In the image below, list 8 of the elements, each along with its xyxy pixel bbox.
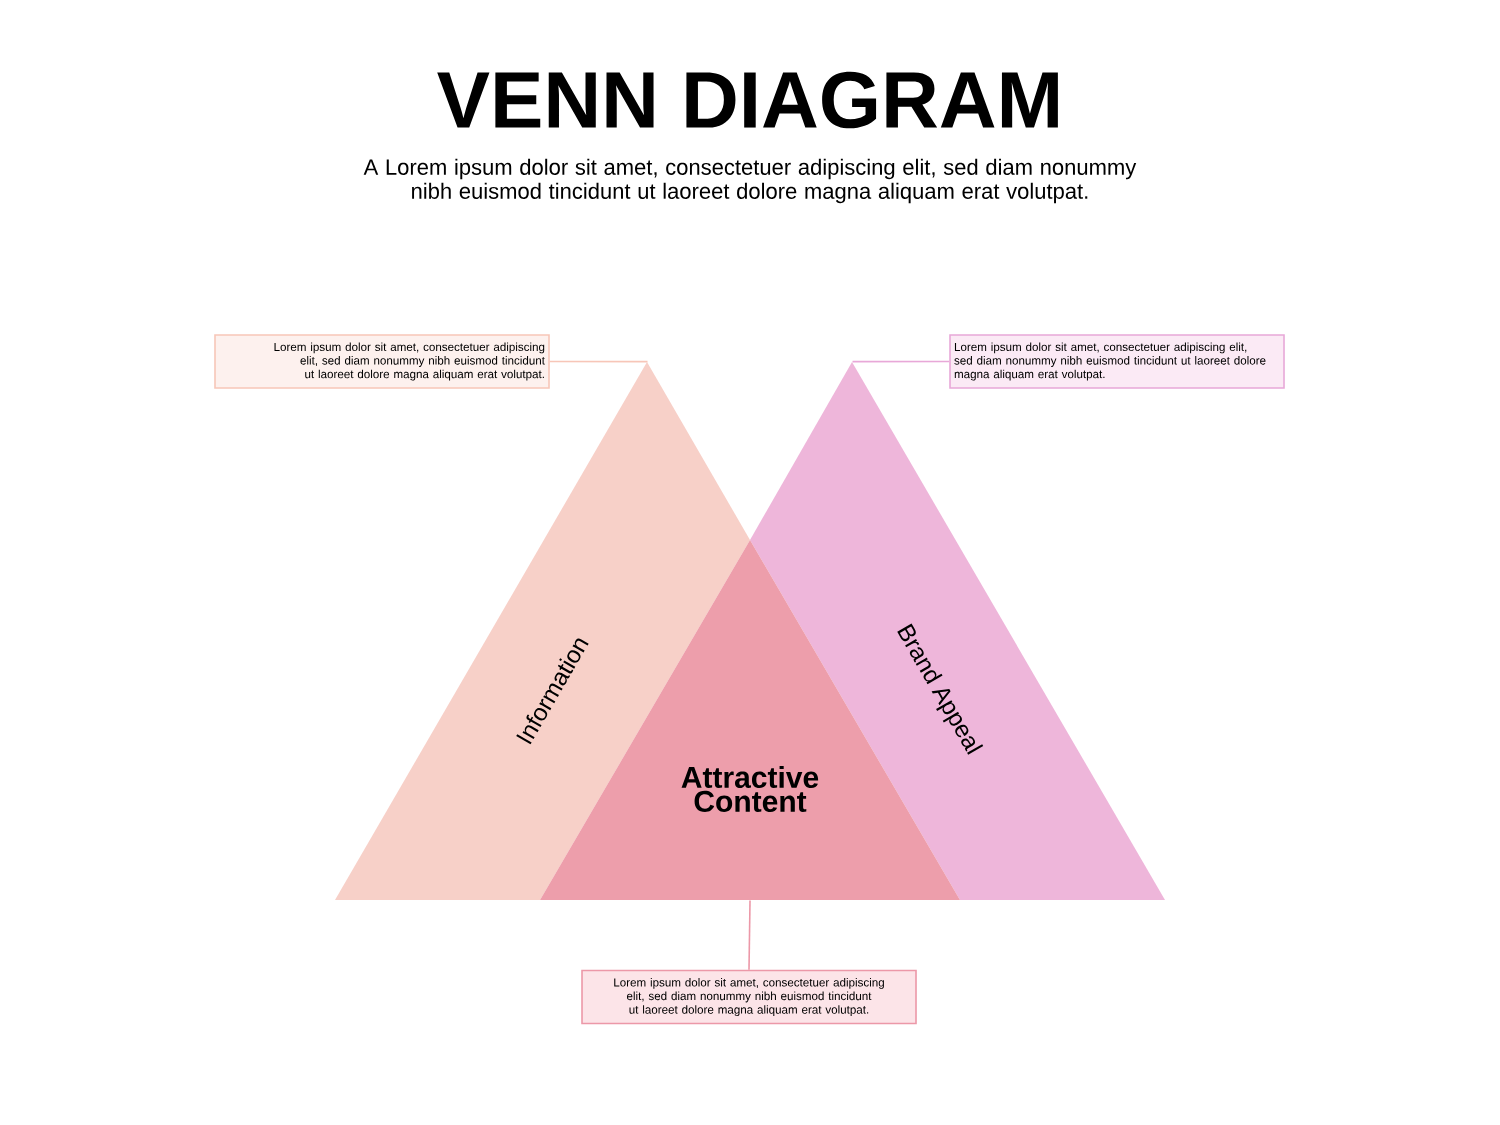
leader-line	[549, 360, 649, 363]
callout-box: Lorem ipsum dolor sit amet, consectetuer adipiscing elit, sed diam nonummy nibh euismod tincidunt ut laoreet dolore magna aliquam erat volutpat.	[214, 334, 550, 389]
callout-box: Lorem ipsum dolor sit amet, consectetuer adipiscing elit, sed diam nonummy nibh euismod tincidunt ut laoreet dolore magna aliquam erat volutpat.	[581, 969, 917, 1025]
callout-box: Lorem ipsum dolor sit amet, consectetuer adipiscing elit, sed diam nonummy nibh euismod tincidunt ut laoreet dolore magna aliquam erat volutpat.	[949, 334, 1285, 389]
subtitle: A Lorem ipsum dolor sit amet, consectetuer adipiscing elit, sed diam nonummy nibh euismod tincidunt ut laoreet dolore magna aliquam erat volutpat.	[363, 158, 1137, 204]
leader-line	[851, 360, 950, 363]
title: VENN DIAGRAM	[437, 71, 1058, 129]
leader-line	[748, 899, 751, 971]
